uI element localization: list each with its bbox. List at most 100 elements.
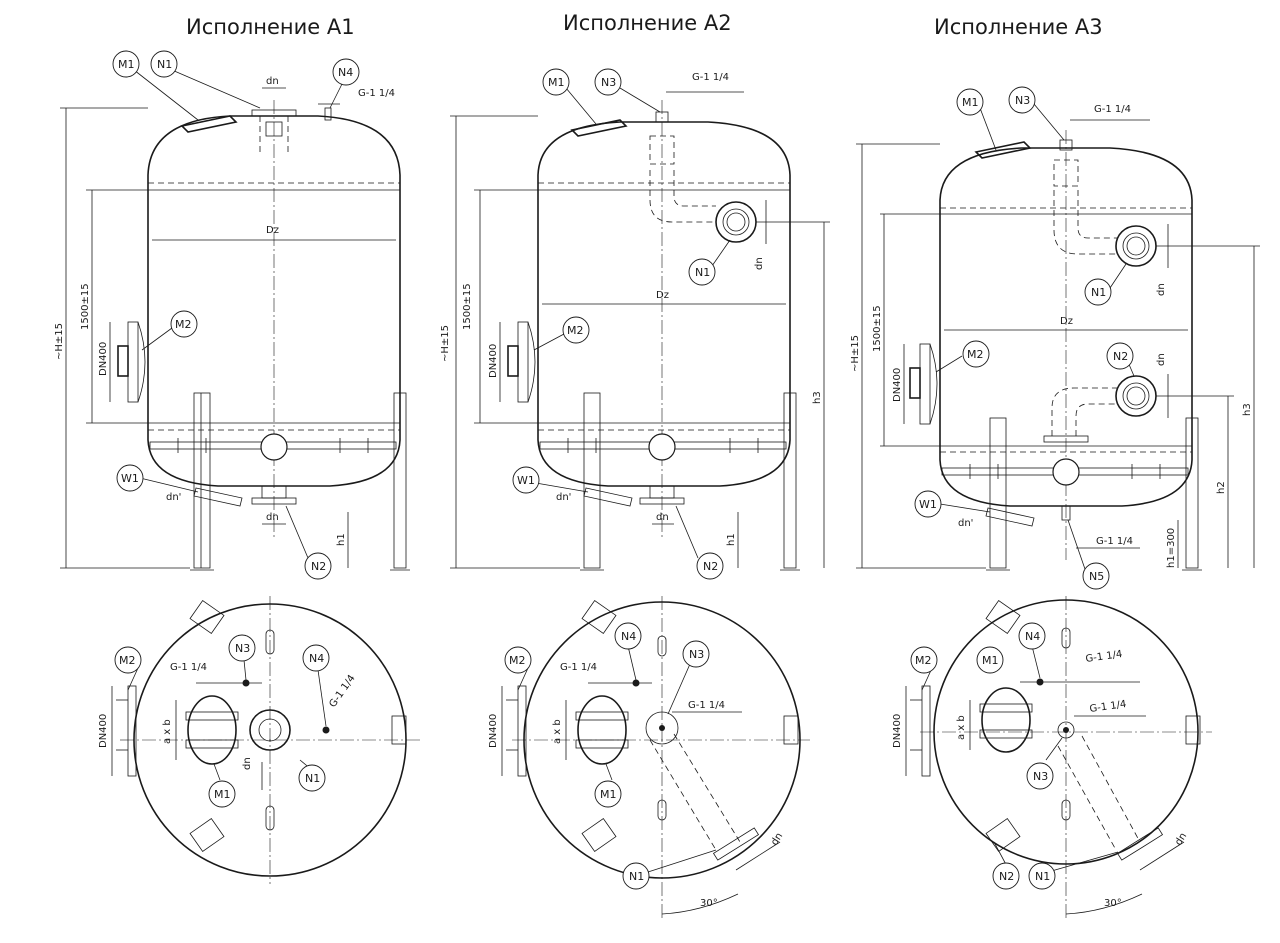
svg-text:N3: N3 xyxy=(601,76,616,89)
dim-h2-a3: h2 xyxy=(1216,481,1227,494)
title-variant-a2: Исполнение А2 xyxy=(563,11,732,35)
callout-m1-top-a1: M1 xyxy=(208,780,236,808)
callout-n2-a2: N2 xyxy=(696,552,724,580)
dim-1500-a2: 1500±15 xyxy=(462,283,473,330)
callout-n4-top-a1: N4 xyxy=(302,644,330,672)
dim-axb-a1: a x b xyxy=(162,719,173,744)
callout-n3-top-a3: N3 xyxy=(1026,762,1054,790)
dim-axb-a3: a x b xyxy=(956,715,967,740)
thread-g114-bottom-a3: G-1 1/4 xyxy=(1096,536,1133,547)
thread-g114-a1: G-1 1/4 xyxy=(358,88,395,99)
callout-m2-a2: M2 xyxy=(562,316,590,344)
thread-g114-a2: G-1 1/4 xyxy=(692,72,729,83)
dim-h3-a2: h3 xyxy=(812,391,823,404)
dim-h1-a1: h1 xyxy=(336,533,347,546)
callout-n1-a2: N1 xyxy=(688,258,716,286)
dim-dn-prime-a1: dn' xyxy=(166,492,181,503)
top-view-a3: DN400 a x b G-1 1/4 G-1 1/4 dn 30° M2 M1… xyxy=(892,596,1212,920)
dim-axb-a2: a x b xyxy=(552,719,563,744)
top-view-a2: DN400 a x b G-1 1/4 G-1 1/4 dn 30° M2 N4… xyxy=(488,596,810,920)
title-variant-a1: Исполнение А1 xyxy=(186,15,355,39)
thread-g114-n3-a3: G-1 1/4 xyxy=(1089,699,1127,715)
svg-text:N3: N3 xyxy=(689,648,704,661)
svg-text:M2: M2 xyxy=(967,348,984,361)
angle-30-a2: 30° xyxy=(700,898,718,909)
svg-text:W1: W1 xyxy=(517,474,535,487)
dim-dz-a1: Dz xyxy=(266,225,279,236)
svg-text:N3: N3 xyxy=(235,642,250,655)
callout-m1-a1: M1 xyxy=(112,50,140,78)
dim-dn400-top-a1: DN400 xyxy=(98,714,109,748)
dim-dn-n1-a2: dn xyxy=(754,257,765,270)
callout-n4-top-a2: N4 xyxy=(614,622,642,650)
svg-text:N4: N4 xyxy=(1025,630,1040,643)
callout-m1-top-a3: M1 xyxy=(976,646,1004,674)
callout-n3-top-a2: N3 xyxy=(682,640,710,668)
callout-m2-a1: M2 xyxy=(170,310,198,338)
svg-text:M1: M1 xyxy=(118,58,135,71)
dim-dn-prime-a2: dn' xyxy=(556,492,571,503)
svg-text:N2: N2 xyxy=(311,560,326,573)
side-view-a1: Dz dn dn dn' G-1 1/4 ~H±15 1500±15 DN400… xyxy=(54,50,410,580)
dim-h1-a2: h1 xyxy=(726,533,737,546)
angle-30-a3: 30° xyxy=(1104,898,1122,909)
callout-n2-top-a3: N2 xyxy=(992,862,1020,890)
thread-g114-top-a3: G-1 1/4 xyxy=(1094,104,1131,115)
svg-text:N1: N1 xyxy=(305,772,320,785)
dim-dn400-a3: DN400 xyxy=(892,368,903,402)
title-variant-a3: Исполнение А3 xyxy=(934,15,1103,39)
dim-dn400-top-a3: DN400 xyxy=(892,714,903,748)
svg-text:M2: M2 xyxy=(175,318,192,331)
callout-n5-a3: N5 xyxy=(1082,562,1110,590)
callout-w1-a2: W1 xyxy=(512,466,540,494)
callout-n1-top-a3: N1 xyxy=(1028,862,1056,890)
dim-dn-prime-a3: dn' xyxy=(958,518,973,529)
dim-h-a2: ~H±15 xyxy=(440,325,451,362)
dim-dn-top-view-a3: dn xyxy=(1173,831,1189,848)
dim-h3-a3: h3 xyxy=(1242,403,1253,416)
svg-text:N2: N2 xyxy=(999,870,1014,883)
callout-w1-a1: W1 xyxy=(116,464,144,492)
dim-dz-a2: Dz xyxy=(656,290,669,301)
dim-dn400-top-a2: DN400 xyxy=(488,714,499,748)
callout-m2-a3: M2 xyxy=(962,340,990,368)
dim-dn-bottom-a1: dn xyxy=(266,512,279,523)
callout-m1-top-a2: M1 xyxy=(594,780,622,808)
svg-text:N5: N5 xyxy=(1089,570,1104,583)
thread-g114-n4-a1: G-1 1/4 xyxy=(327,673,357,710)
svg-text:N1: N1 xyxy=(695,266,710,279)
svg-text:M1: M1 xyxy=(600,788,617,801)
thread-g114-n3-a2: G-1 1/4 xyxy=(688,700,725,711)
svg-text:N4: N4 xyxy=(338,66,353,79)
thread-g114-n3-a1: G-1 1/4 xyxy=(170,662,207,673)
callout-n3-top-a1: N3 xyxy=(228,634,256,662)
thread-g114-n4-a2: G-1 1/4 xyxy=(560,662,597,673)
dim-dn-bottom-a2: dn xyxy=(656,512,669,523)
dim-1500-a1: 1500±15 xyxy=(80,283,91,330)
dim-dn-n1-a3: dn xyxy=(1156,283,1167,296)
svg-text:N2: N2 xyxy=(703,560,718,573)
callout-n1-a1: N1 xyxy=(150,50,178,78)
svg-text:W1: W1 xyxy=(919,498,937,511)
dim-1500-a3: 1500±15 xyxy=(872,305,883,352)
svg-text:N1: N1 xyxy=(1035,870,1050,883)
dim-dn-n2-a3: dn xyxy=(1156,353,1167,366)
svg-text:N4: N4 xyxy=(309,652,324,665)
side-view-a3: Dz dn' dn dn G-1 1/4 G-1 1/4 ~H±15 1500±… xyxy=(850,86,1260,590)
svg-text:N1: N1 xyxy=(629,870,644,883)
top-view-a1: DN400 a x b dn G-1 1/4 G-1 1/4 M2 N3 N4 … xyxy=(98,596,420,884)
callout-m2-top-a3: M2 xyxy=(910,646,938,674)
callout-n1-a3: N1 xyxy=(1084,278,1112,306)
svg-text:M2: M2 xyxy=(567,324,584,337)
callout-n2-a1: N2 xyxy=(304,552,332,580)
dim-dz-a3: Dz xyxy=(1060,316,1073,327)
svg-text:N3: N3 xyxy=(1015,94,1030,107)
svg-text:N4: N4 xyxy=(621,630,636,643)
dim-dn-top-view-a1: dn xyxy=(242,757,253,770)
svg-text:N1: N1 xyxy=(1091,286,1106,299)
callout-w1-a3: W1 xyxy=(914,490,942,518)
svg-text:M1: M1 xyxy=(962,96,979,109)
callout-m2-top-a1: M2 xyxy=(114,646,142,674)
svg-text:W1: W1 xyxy=(121,472,139,485)
